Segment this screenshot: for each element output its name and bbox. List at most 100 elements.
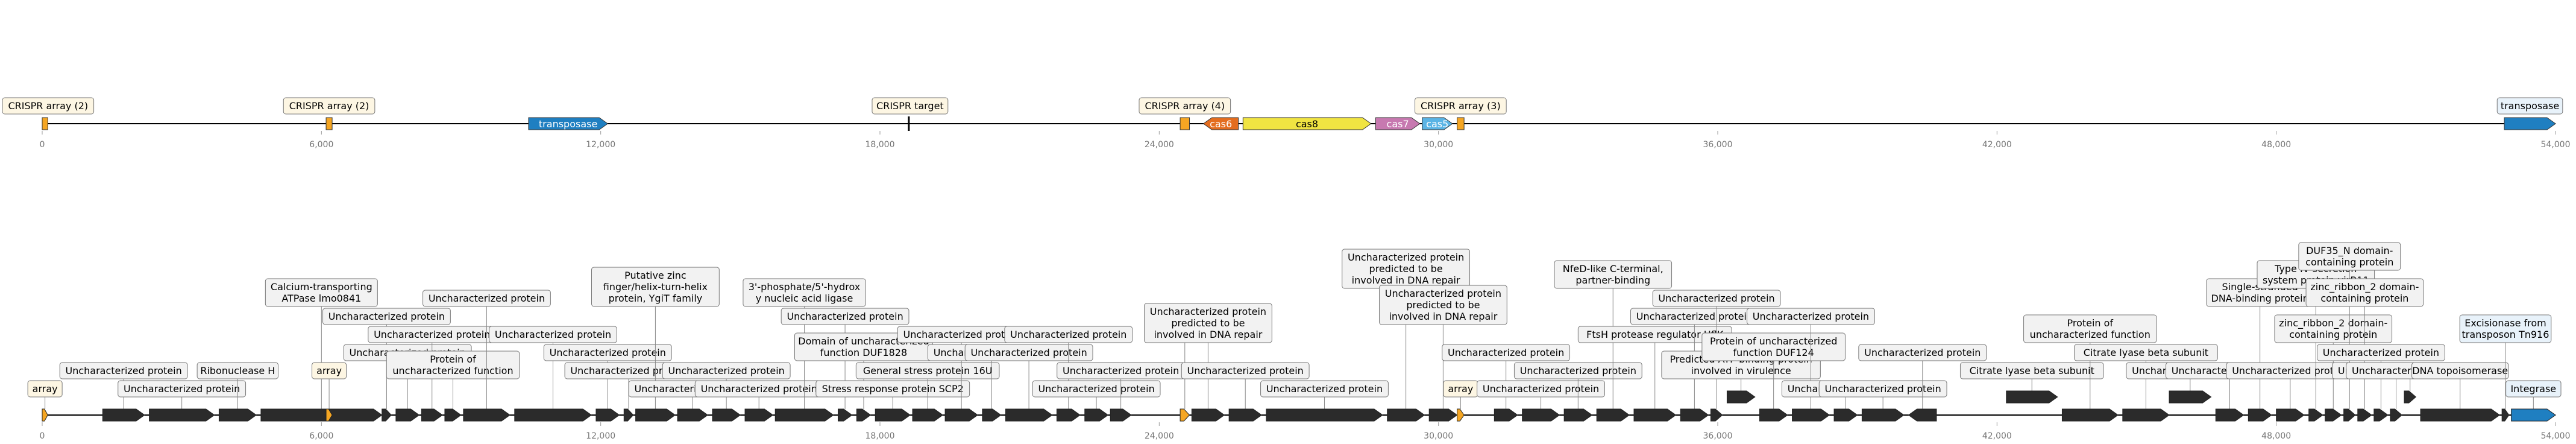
uncharacterized-25-arrow — [1680, 408, 1709, 422]
dna-repair-1-arrow — [1191, 408, 1225, 422]
zinc-ribbon-2b-arrow — [2357, 408, 2372, 422]
uncharacterized-21-arrow — [1266, 408, 1383, 422]
bottom-tick-label: 42,000 — [1982, 431, 2012, 441]
cas5-label: cas5 — [1426, 118, 1448, 130]
crispr-target-label-box — [872, 97, 949, 115]
calcium-atpase-label-box — [265, 278, 378, 307]
crispr-array-2-arrow — [325, 117, 333, 130]
uncharacterized-17-label: Uncharacterized protein — [1010, 329, 1126, 340]
uncharacterized-5-label: Uncharacterized protein — [374, 329, 490, 340]
crispr-array-1-label: CRISPR array (2) — [8, 100, 88, 112]
citrate-lyase-1-label-box — [1959, 362, 2104, 379]
dna-repair-2-arrow — [1387, 408, 1425, 422]
transposase-2-label-box — [2496, 97, 2563, 115]
uncharacterized-3-label-box — [322, 308, 451, 325]
ribonuclease-h-label: Ribonuclease H — [200, 365, 275, 376]
uncharacterized-21-label: Uncharacterized protein — [1266, 383, 1383, 395]
uncharacterized-28-arrow — [1833, 408, 1858, 422]
uncharacterized-5-arrow — [421, 408, 443, 422]
citrate-lyase-2-arrow — [2122, 408, 2170, 422]
uncharacterized-2-arrow — [149, 408, 215, 422]
ftsh-hflk-arrow — [1633, 408, 1677, 422]
uncharacterized-15-arrow — [982, 408, 1002, 422]
top-tick-label: 0 — [40, 140, 45, 150]
nfed-like-arrow — [1596, 408, 1630, 422]
bottom-tick-label: 54,000 — [2541, 431, 2571, 441]
transposase-1-arrow — [528, 117, 609, 130]
bottom-tick-label: 18,000 — [865, 431, 895, 441]
uncharacterized-33-label: Uncharacterized protein — [2232, 365, 2348, 376]
uncharacterized-30-arrow — [1908, 408, 1937, 422]
uncharacterized-11-arrow — [712, 408, 741, 422]
uncharacterized-6-label: Uncharacterized protein — [429, 293, 545, 304]
uncharacterized-26-arrow — [1710, 408, 1723, 422]
cas7-arrow — [1375, 117, 1421, 130]
bottom-tick-label: 48,000 — [2261, 431, 2291, 441]
uncharacterized-17-label-box — [1004, 326, 1133, 343]
uncharacterized-33-arrow — [2276, 408, 2305, 422]
dna-topoisomerase-label-box — [2411, 362, 2509, 379]
uncharacterized-22-arrow — [1494, 408, 1518, 422]
integrase-label-box — [2505, 380, 2562, 398]
uncharacterized-34-arrow — [2373, 408, 2389, 422]
top-tick-label: 36,000 — [1703, 140, 1733, 150]
general-stress-16u-arrow — [912, 408, 944, 422]
putative-zinc-finger-arrow — [635, 408, 676, 422]
uncharacterized-34-label-box — [2317, 344, 2445, 361]
top-tick-label: 48,000 — [2261, 140, 2291, 150]
uncharacterized-18-label: Uncharacterized protein — [1038, 383, 1154, 395]
phosphate-hydroxy-ligase-label-box — [743, 278, 866, 307]
top-tick-label: 18,000 — [865, 140, 895, 150]
uncharacterized-16-arrow — [1005, 408, 1053, 422]
uncharacterized-30-label: Uncharacterized protein — [1864, 347, 1981, 358]
array-b-label: array — [316, 365, 342, 376]
uncharacterized-9-arrow — [623, 408, 634, 422]
bottom-tick-label: 12,000 — [586, 431, 615, 441]
dna-topoisomerase-label: DNA topoisomerase — [2412, 365, 2508, 376]
integrase-arrow — [2511, 408, 2556, 422]
uncharacterized-32-arrow — [2215, 408, 2245, 422]
uncharacterized-1-arrow — [102, 408, 145, 422]
crispr-array-1-arrow — [42, 117, 48, 130]
uncharacterized-1-label: Uncharacterized protein — [65, 365, 181, 376]
uncharacterized-21-label-box — [1260, 380, 1389, 398]
single-stranded-dna-binding-arrow — [2248, 408, 2272, 422]
crispr-array-3-label-box — [1415, 97, 1507, 115]
stress-response-scp2-label: Stress response protein SCP2 — [822, 383, 964, 395]
uncharacterized-11-label-box — [662, 362, 791, 379]
crispr-array-1-label-box — [2, 97, 95, 115]
uncharacterized-27-arrow — [1792, 408, 1830, 422]
uncharacterized-29-label-box — [1818, 380, 1947, 398]
uncharacterized-25-label: Uncharacterized protein — [1636, 311, 1753, 322]
crispr-array-4-label: CRISPR array (4) — [1145, 100, 1225, 112]
cas7-label: cas7 — [1387, 118, 1409, 130]
uncharacterized-9-label: Uncharacterized protein — [570, 365, 686, 376]
top-tick-label: 30,000 — [1424, 140, 1453, 150]
uncharacterized-8-arrow — [595, 408, 620, 422]
bottom-tick-label: 36,000 — [1703, 431, 1733, 441]
uncharacterized-26-label: Uncharacterized protein — [1658, 293, 1774, 304]
uncharacterized-18-arrow — [1084, 408, 1109, 422]
citrate-lyase-1-arrow — [2006, 390, 2058, 404]
uncharacterized-10-arrow — [677, 408, 709, 422]
duf35n-label: DUF35_N domain-containing protein — [2305, 245, 2393, 268]
uncharacterized-24-label-box — [1513, 362, 1642, 379]
citrate-lyase-2-label: Citrate lyase beta subunit — [2084, 347, 2208, 358]
uncharacterized-11-label: Uncharacterized protein — [668, 365, 785, 376]
stress-response-scp2-label-box — [815, 380, 970, 398]
crispr-array-2-label-box — [283, 97, 375, 115]
array-d-label: array — [1448, 383, 1473, 395]
crispr-array-4-arrow — [1180, 117, 1190, 130]
excisionase-label-box — [2459, 314, 2552, 343]
cas6-label: cas6 — [1210, 118, 1232, 130]
uncharacterized-8-label: Uncharacterized protein — [550, 347, 666, 358]
crispr-array-3-arrow — [1457, 117, 1465, 130]
uncharacterized-34-label: Uncharacterized protein — [2323, 347, 2439, 358]
